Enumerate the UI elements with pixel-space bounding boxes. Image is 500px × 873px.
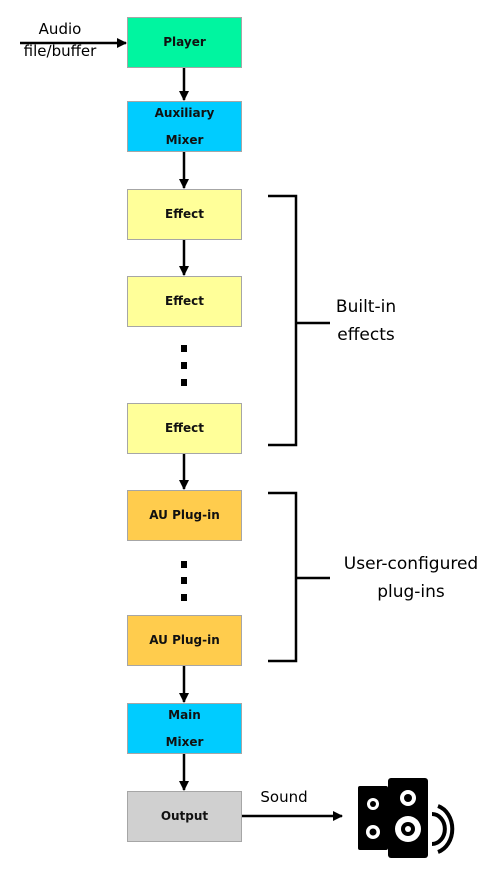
input-label: Audio file/buffer — [6, 18, 114, 62]
user-configured-plugins-label-line1: User-configured — [343, 554, 479, 574]
bracket-user-configured — [268, 491, 330, 663]
player-node-label: Player — [163, 35, 206, 49]
main-mixer-node-label-line2: Mixer — [165, 734, 204, 749]
speaker-icon — [358, 778, 455, 858]
built-in-effects-label-line1: Built-in — [335, 297, 397, 317]
effect-node: Effect — [127, 276, 242, 327]
au-plugin-node: AU Plug-in — [127, 615, 242, 666]
au-plugin-node: AU Plug-in — [127, 490, 242, 541]
ellipsis-plugins — [181, 561, 187, 601]
au-plugin-node-label: AU Plug-in — [149, 508, 220, 522]
user-configured-plugins-label: User-configured plug-ins — [326, 550, 496, 606]
au-plugin-node-label: AU Plug-in — [149, 633, 220, 647]
user-configured-plugins-label-line2: plug-ins — [377, 582, 445, 602]
sound-label: Sound — [260, 788, 308, 806]
effect-node-label: Effect — [165, 294, 204, 308]
built-in-effects-label-line2: effects — [337, 325, 395, 345]
main-mixer-node-label-line1: Main — [168, 707, 201, 722]
output-node-label: Output — [160, 809, 209, 823]
input-label-line1: Audio — [38, 20, 82, 38]
built-in-effects-label: Built-in effects — [316, 293, 416, 349]
input-label-line2: file/buffer — [23, 42, 97, 60]
effect-node: Effect — [127, 189, 242, 240]
effect-node-label: Effect — [165, 207, 204, 221]
aux-mixer-node: Auxiliary Mixer — [127, 101, 242, 152]
effect-node-label: Effect — [165, 421, 204, 435]
aux-mixer-node-label-line2: Mixer — [165, 132, 204, 147]
bracket-built-in — [268, 194, 330, 447]
main-mixer-node: Main Mixer — [127, 703, 242, 754]
player-node: Player — [127, 17, 242, 68]
aux-mixer-node-label-line1: Auxiliary — [154, 105, 215, 120]
effect-node: Effect — [127, 403, 242, 454]
output-node: Output — [127, 791, 242, 842]
ellipsis-effects — [181, 345, 187, 386]
